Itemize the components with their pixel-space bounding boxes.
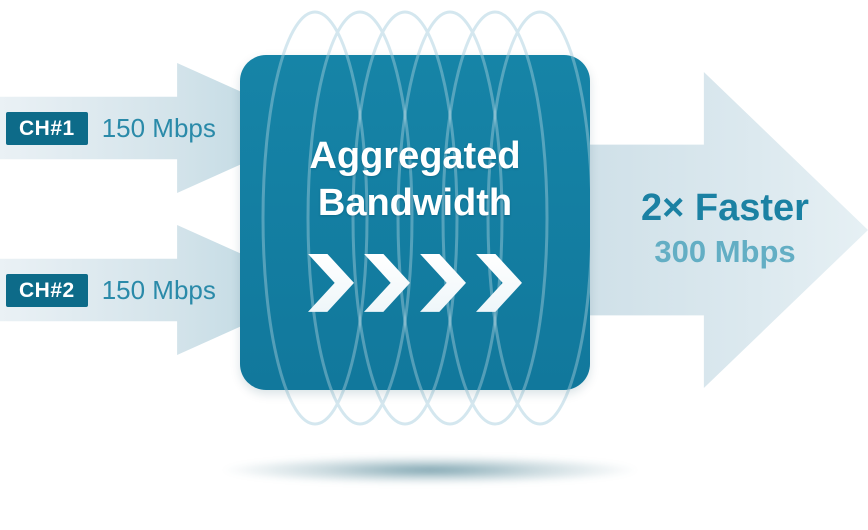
ground-shadow <box>140 450 720 490</box>
result-text-block: 2× Faster 300 Mbps <box>600 186 850 272</box>
channel-2-label-chip: CH#2 <box>6 273 88 307</box>
result-headline: 2× Faster <box>641 187 809 229</box>
channel-1-rate: 150 Mbps <box>101 113 216 143</box>
channel-1-label-chip: CH#1 <box>6 111 88 145</box>
channel-2-label: CH#2 <box>19 278 75 302</box>
result-rate: 300 Mbps <box>654 233 796 269</box>
channel-2-rate: 150 Mbps <box>101 275 216 305</box>
channel-1-label: CH#1 <box>19 116 75 140</box>
aggregation-box <box>240 55 590 390</box>
